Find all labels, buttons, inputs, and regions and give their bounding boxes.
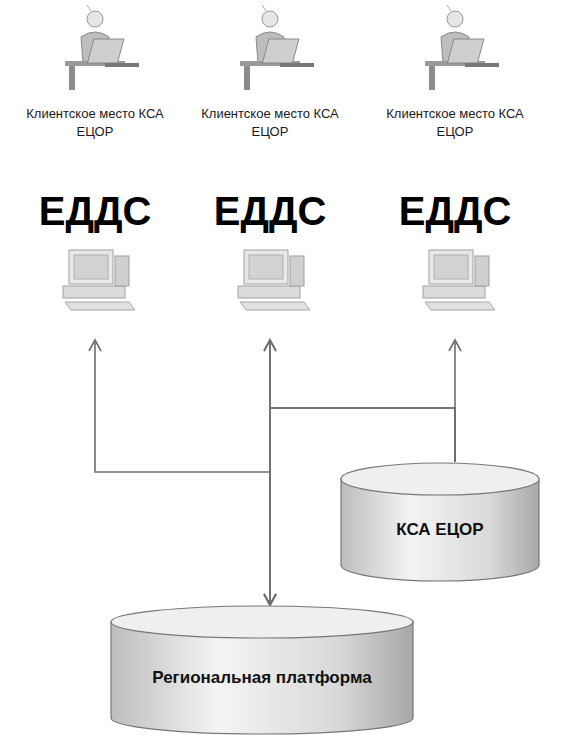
connector (89, 340, 276, 605)
database-cylinder: Региональная платформа (110, 605, 414, 735)
computer-icon (238, 250, 310, 310)
place-label: Клиентское место КСА ЕЦОР (370, 105, 540, 141)
computer-icon (423, 250, 495, 310)
place-label: Клиентское место КСА ЕЦОР (185, 105, 355, 141)
workstation: Клиентское место КСА ЕЦОР ЕДДС (10, 5, 180, 340)
computer-icon (63, 250, 135, 310)
database-cylinder: КСА ЕЦОР (340, 462, 540, 582)
station-name: ЕДДС (185, 188, 355, 234)
storage-label: Региональная платформа (124, 667, 400, 689)
workstation: Клиентское место КСА ЕЦОР ЕДДС (370, 5, 540, 340)
station-name: ЕДДС (370, 188, 540, 234)
operator-icon (240, 5, 314, 90)
station-name: ЕДДС (10, 188, 180, 234)
place-label: Клиентское место КСА ЕЦОР (10, 105, 180, 141)
operator-icon (65, 5, 139, 90)
operator-icon (425, 5, 499, 90)
workstation: Клиентское место КСА ЕЦОР ЕДДС (185, 5, 355, 340)
connector (264, 340, 455, 462)
storage-label: КСА ЕЦОР (354, 519, 526, 541)
